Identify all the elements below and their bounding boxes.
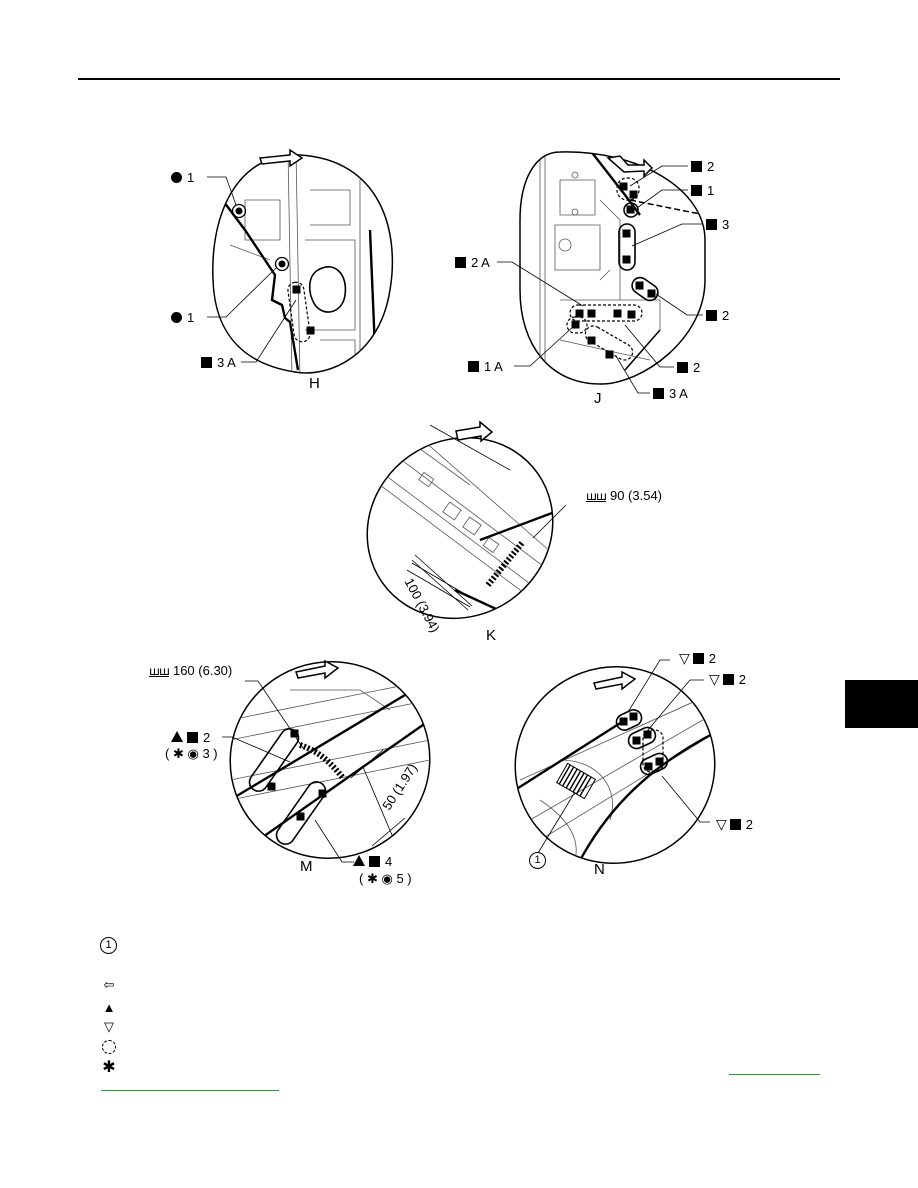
view-h-dashed-group <box>287 281 311 343</box>
asterisk-icon: ✱ <box>366 871 378 886</box>
square-icon <box>677 362 688 373</box>
legend-part-number-badge: 1 <box>100 936 117 954</box>
square-icon <box>455 257 466 268</box>
view-j-callout-2: 1 <box>691 184 714 198</box>
view-j-slot-3 <box>618 223 636 271</box>
view-n <box>514 659 721 871</box>
triangle-down-icon: ▽ <box>104 1019 114 1034</box>
view-k-arrow <box>455 420 494 443</box>
view-h-spot-weld-2 <box>274 256 290 272</box>
view-n-outline <box>514 666 716 864</box>
view-h-callout-1: 1 <box>171 171 194 185</box>
triangle-up-icon <box>353 855 365 866</box>
square-icon <box>706 219 717 230</box>
view-h-callout-3: 3 A <box>201 356 236 370</box>
view-n-caption: N <box>594 861 605 878</box>
dashed-circle-icon <box>100 1040 118 1054</box>
view-k-caption: K <box>486 627 497 644</box>
square-icon <box>729 819 741 830</box>
view-n-callout-2: ▽2 <box>709 671 747 687</box>
square-icon <box>201 357 212 368</box>
reference-link[interactable] <box>729 1074 820 1075</box>
view-h-edge <box>214 189 300 371</box>
spot-weld-icon <box>171 312 182 323</box>
view-j <box>497 151 706 394</box>
view-m-upper-callout: 2 <box>171 731 210 745</box>
asterisk-icon: ✱ <box>172 746 184 761</box>
view-j-callout-7: 2 <box>677 361 700 375</box>
view-k <box>359 419 576 622</box>
view-m-outline <box>229 661 431 859</box>
square-icon <box>187 732 198 743</box>
triangle-down-icon: ▽ <box>716 816 727 832</box>
view-j-caption: J <box>594 390 602 407</box>
view-m-arrow <box>295 659 340 680</box>
view-j-circled-weld <box>623 202 639 218</box>
legend-row-triangle-down: ▽ <box>100 1018 118 1036</box>
square-icon <box>691 185 702 196</box>
view-j-callout-4: 2 A <box>455 256 490 270</box>
view-n-part-number: 1 <box>529 852 546 869</box>
header-rule <box>78 78 840 80</box>
square-icon <box>691 161 702 172</box>
square-icon <box>722 674 734 685</box>
section-tab <box>845 680 918 728</box>
view-m-lower-callout: 4 <box>353 855 392 869</box>
arc-weld-icon: ꟺꟺ <box>586 489 607 503</box>
asterisk-icon: ✱ <box>102 1059 116 1076</box>
view-n-callout-3: ▽2 <box>716 816 754 832</box>
view-h-outline <box>212 154 394 374</box>
square-icon <box>706 310 717 321</box>
view-m-upper-sub: ( ✱ ◉ 3 ) <box>165 746 218 761</box>
triangle-down-icon: ▽ <box>679 650 690 666</box>
view-j-edge <box>589 151 641 216</box>
spot-weld-icon <box>171 172 182 183</box>
legend-row-arrow: ⇦ <box>100 976 118 994</box>
arrow-left-icon: ⇦ <box>103 977 115 992</box>
view-h-caption: H <box>309 375 320 392</box>
view-n-arrow <box>593 670 637 691</box>
view-j-callout-8: 3 A <box>653 387 688 401</box>
view-n-callout-1: ▽2 <box>679 650 717 666</box>
view-h-callout-2: 1 <box>171 311 194 325</box>
reference-link-continued[interactable] <box>101 1090 279 1091</box>
triangle-down-icon: ▽ <box>709 671 720 687</box>
view-k-outline <box>366 436 554 620</box>
view-m-bead <box>298 742 346 780</box>
arc-weld-icon: ꟺꟺ <box>149 664 170 678</box>
triangle-up-icon <box>171 731 183 742</box>
legend-row-asterisk: ✱ <box>100 1058 118 1076</box>
view-j-arrow <box>606 155 654 178</box>
view-k-bead <box>485 541 525 587</box>
view-j-callout-5: 2 <box>706 309 729 323</box>
view-h-hole <box>308 266 347 313</box>
view-j-callout-6: 1 A <box>468 360 503 374</box>
legend-row-triangle-up: ▲ <box>100 998 118 1016</box>
square-icon <box>468 361 479 372</box>
view-m-lower-sub: ( ✱ ◉ 5 ) <box>359 871 412 886</box>
view-m-caption: M <box>300 858 313 875</box>
square-icon <box>692 653 704 664</box>
view-n-hatch <box>555 762 597 800</box>
view-h <box>207 154 394 374</box>
view-j-callout-3: 3 <box>706 218 729 232</box>
view-j-outline <box>519 151 706 385</box>
view-h-arrow <box>258 148 304 168</box>
square-icon <box>369 856 380 867</box>
triangle-up-icon: ▲ <box>102 999 116 1015</box>
view-h-right-edge <box>368 229 377 351</box>
double-circle-icon: ◉ <box>381 871 393 886</box>
legend-part-number: 1 <box>100 936 117 954</box>
double-circle-icon: ◉ <box>187 746 199 761</box>
legend-row-dashed-circle <box>100 1038 118 1056</box>
view-h-spot-weld-1 <box>231 203 247 219</box>
view-j-callout-1: 2 <box>691 160 714 174</box>
square-icon <box>653 388 664 399</box>
